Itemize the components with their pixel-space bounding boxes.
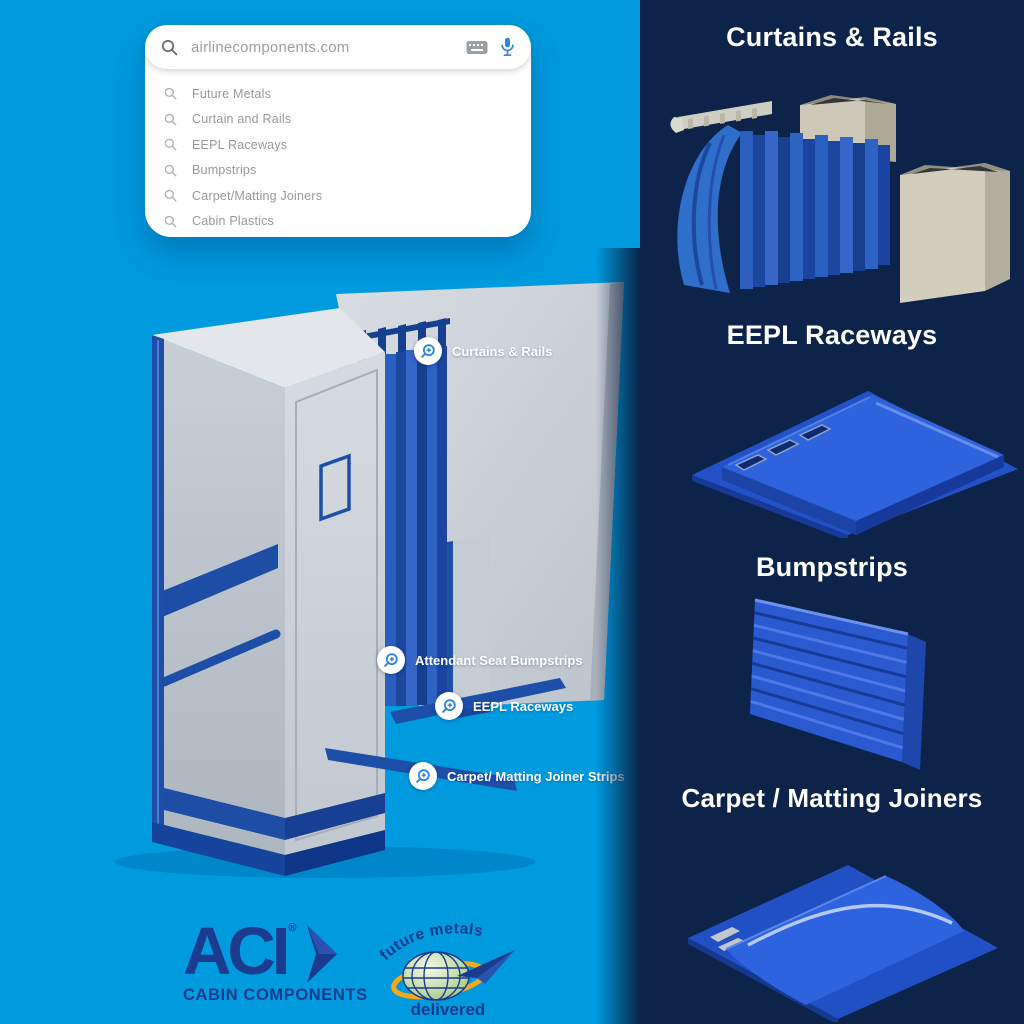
suggestion-label: EEPL Raceways [192, 137, 288, 152]
callout-label: Carpet/ Matting Joiner Strips [447, 768, 625, 784]
search-icon [164, 164, 177, 177]
search-input[interactable]: airlinecomponents.com [191, 38, 350, 56]
delivered-text: delivered [411, 1000, 486, 1019]
callout-carpet-matting-joiner-strips: Carpet/ Matting Joiner Strips [409, 762, 625, 790]
suggestion-bumpstrips[interactable]: Bumpstrips [145, 158, 531, 184]
suggestion-label: Carpet/Matting Joiners [192, 188, 323, 203]
zoom-in-icon [416, 769, 430, 783]
callout-label: Curtains & Rails [452, 343, 553, 359]
callout-label: EEPL Raceways [473, 698, 574, 714]
suggestion-label: Bumpstrips [192, 163, 257, 178]
search-icon [164, 138, 177, 151]
aci-cabin-components-logo: ACI ® CABIN COMPONENTS [183, 914, 388, 1005]
search-suggestions: Future Metals Curtain and Rails EEPL Rac… [145, 81, 531, 234]
callout-attendant-seat-bumpstrips: Attendant Seat Bumpstrips [377, 646, 583, 674]
zoom-in-icon [442, 699, 456, 713]
zoom-in-button[interactable] [435, 692, 463, 720]
aci-arrow-icon [306, 925, 337, 983]
section-title-curtains-rails: Curtains & Rails [726, 22, 938, 52]
search-bar[interactable]: airlinecomponents.com [145, 25, 531, 69]
suggestion-label: Cabin Plastics [192, 214, 274, 229]
left-panel: airlinecomponents.com [115, 25, 625, 1019]
callout-eepl-raceways: EEPL Raceways [435, 692, 573, 720]
cabin-monument-illustration [115, 282, 624, 878]
bumpstrip-product-image [750, 598, 926, 770]
search-icon [164, 189, 177, 202]
plane-arrow-icon [457, 950, 515, 984]
section-title-bumpstrips: Bumpstrips [755, 552, 909, 582]
right-panel: Curtains & Rails [640, 0, 1024, 1024]
suggestion-carpet-joiners[interactable]: Carpet/Matting Joiners [145, 183, 531, 209]
zoom-in-button[interactable] [409, 762, 437, 790]
search-card: airlinecomponents.com [145, 25, 531, 237]
callout-curtains-rails: Curtains & Rails [414, 337, 552, 365]
aci-logo-text: ACI [183, 914, 290, 989]
zoom-in-icon [384, 653, 398, 667]
suggestion-cabin-plastics[interactable]: Cabin Plastics [145, 209, 531, 235]
suggestion-label: Future Metals [192, 86, 272, 101]
zoom-in-icon [421, 344, 435, 358]
search-icon [161, 39, 178, 55]
future-metals-delivered-logo: future metals delivered [377, 920, 515, 1019]
suggestion-label: Curtain and Rails [192, 112, 292, 127]
zoom-in-button[interactable] [414, 337, 442, 365]
callout-label: Attendant Seat Bumpstrips [415, 652, 583, 668]
section-title-carpet-matting-joiners: Carpet / Matting Joiners [681, 783, 983, 813]
registered-trademark-symbol: ® [288, 922, 297, 934]
search-icon [164, 87, 177, 100]
search-icon [164, 215, 177, 228]
suggestion-eepl-raceways[interactable]: EEPL Raceways [145, 132, 531, 158]
section-title-eepl-raceways: EEPL Raceways [726, 320, 938, 350]
search-icon [164, 113, 177, 126]
aci-tagline: CABIN COMPONENTS [183, 986, 368, 1004]
mic-icon[interactable] [500, 37, 515, 57]
curtains-rails-product-image [670, 95, 1010, 303]
carpet-joiner-product-image [688, 865, 998, 1022]
eepl-raceway-product-image [692, 391, 1018, 538]
suggestion-future-metals[interactable]: Future Metals [145, 81, 531, 107]
suggestion-curtain-rails[interactable]: Curtain and Rails [145, 107, 531, 133]
zoom-in-button[interactable] [377, 646, 405, 674]
keyboard-icon[interactable] [466, 40, 488, 55]
